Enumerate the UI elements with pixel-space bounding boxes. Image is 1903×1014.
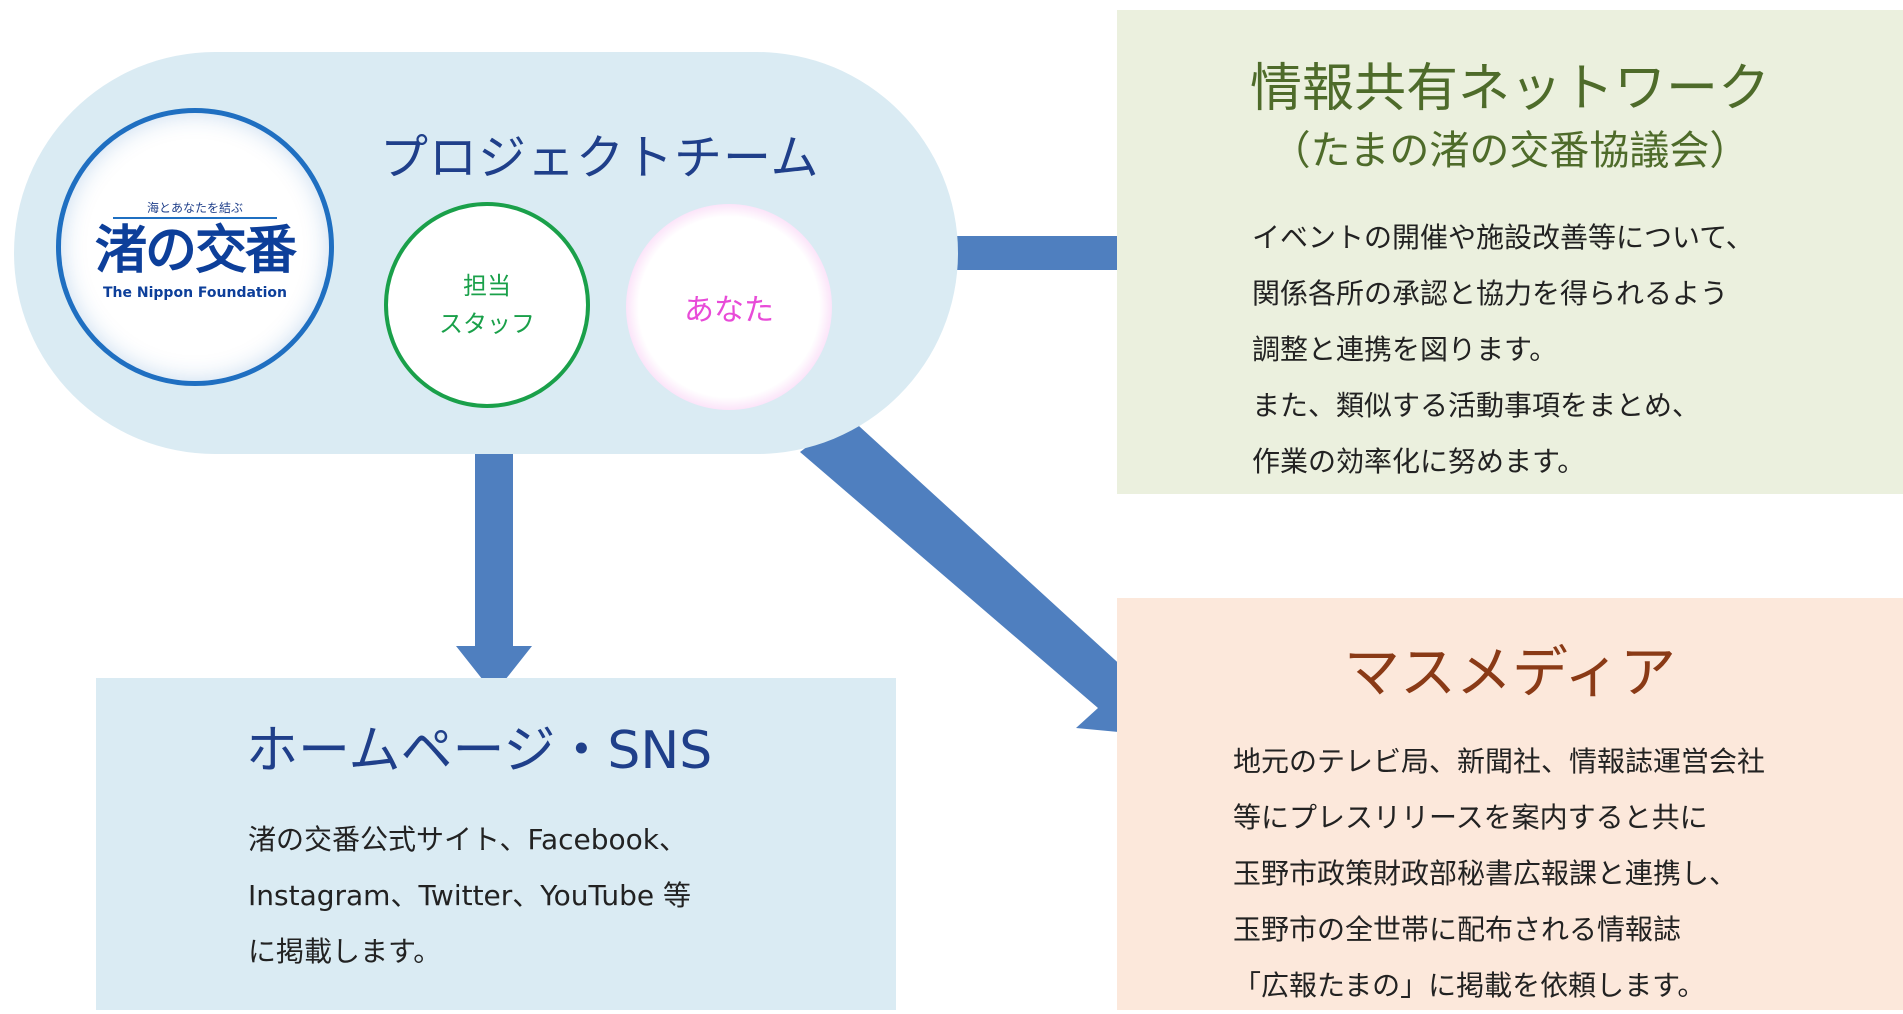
logo-org: The Nippon Foundation xyxy=(103,285,287,301)
arrow-to-media xyxy=(800,416,1162,736)
logo-tagline: 海とあなたを結ぶ xyxy=(146,201,243,215)
network-line: イベントの開催や施設改善等について、 xyxy=(1252,221,1754,254)
project-team-title: プロジェクトチーム xyxy=(380,130,820,186)
network-description: イベントの開催や施設改善等について、 関係各所の承認と協力を得られるよう 調整と… xyxy=(1252,210,1754,490)
homepage-line: Instagram、Twitter、YouTube 等 xyxy=(248,879,692,912)
logo-badge: 海とあなたを結ぶ 渚の交番 The Nippon Foundation xyxy=(56,108,334,386)
arrow-to-network xyxy=(956,216,1190,290)
logo-name: 渚の交番 xyxy=(94,221,297,281)
media-line: 玉野市政策財政部秘書広報課と連携し、 xyxy=(1233,857,1738,890)
network-line: 関係各所の承認と協力を得られるよう xyxy=(1252,277,1729,310)
you-label: あなた xyxy=(684,293,774,328)
you-circle: あなた xyxy=(626,204,832,410)
media-line: 「広報たまの」に掲載を依頼します。 xyxy=(1233,969,1706,1002)
homepage-sns-title: ホームページ・SNS xyxy=(246,721,713,781)
homepage-sns-box: ホームページ・SNS 渚の交番公式サイト、Facebook、 Instagram… xyxy=(96,678,896,1010)
mass-media-box: マスメディア 地元のテレビ局、新聞社、情報誌運営会社 等にプレスリリースを案内す… xyxy=(1117,598,1903,1010)
network-line: 作業の効率化に努めます。 xyxy=(1252,445,1586,478)
network-line: 調整と連携を図ります。 xyxy=(1252,333,1558,366)
network-title: 情報共有ネットワーク xyxy=(1249,59,1770,119)
staff-circle: 担当 スタッフ xyxy=(384,202,590,408)
staff-label-line2: スタッフ xyxy=(439,310,535,338)
logo-divider xyxy=(113,217,277,219)
network-subtitle: （たまの渚の交番協議会） xyxy=(1270,128,1750,174)
homepage-sns-description: 渚の交番公式サイト、Facebook、 Instagram、Twitter、Yo… xyxy=(248,812,691,980)
arrow-to-homepage xyxy=(456,452,532,694)
homepage-line: に掲載します。 xyxy=(248,935,442,968)
network-line: また、類似する活動事項をまとめ、 xyxy=(1252,389,1701,422)
media-line: 地元のテレビ局、新聞社、情報誌運営会社 xyxy=(1233,745,1766,778)
mass-media-description: 地元のテレビ局、新聞社、情報誌運営会社 等にプレスリリースを案内すると共に 玉野… xyxy=(1233,734,1765,1014)
network-box: 情報共有ネットワーク （たまの渚の交番協議会） イベントの開催や施設改善等につい… xyxy=(1117,10,1903,494)
media-line: 玉野市の全世帯に配布される情報誌 xyxy=(1233,913,1682,946)
homepage-line: 渚の交番公式サイト、Facebook、 xyxy=(248,823,688,856)
mass-media-title: マスメディア xyxy=(1343,641,1677,706)
staff-label-line1: 担当 xyxy=(463,272,511,300)
media-line: 等にプレスリリースを案内すると共に xyxy=(1233,801,1708,834)
